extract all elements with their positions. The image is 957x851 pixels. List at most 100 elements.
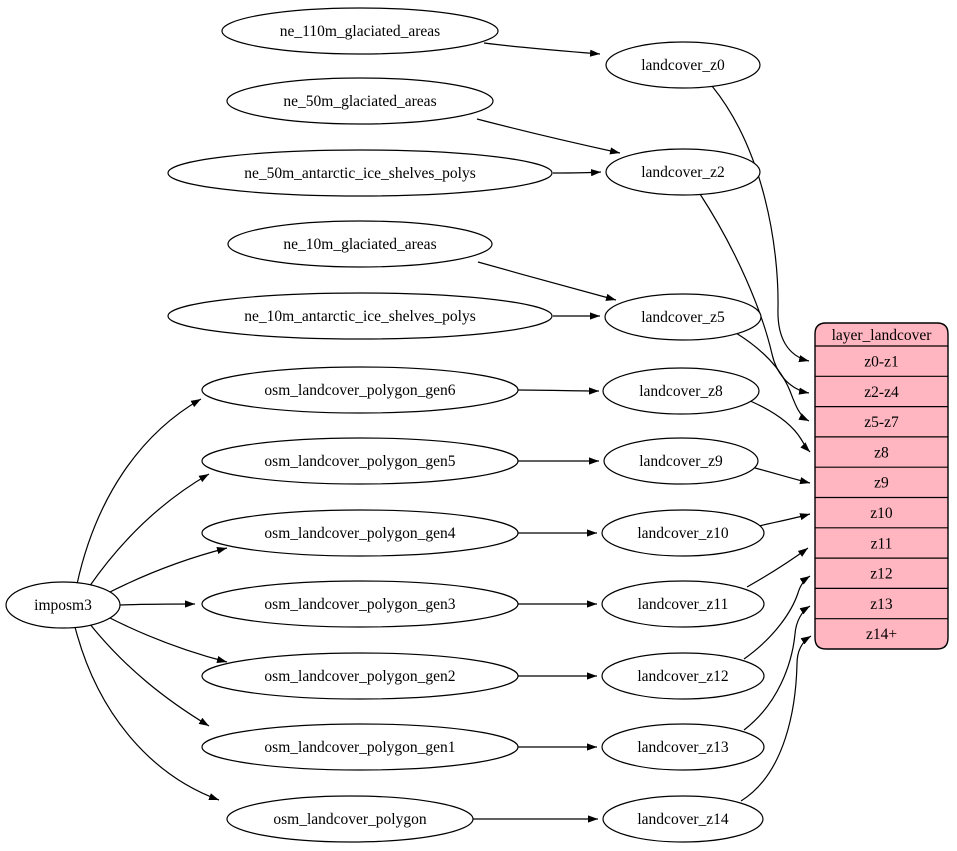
node-osm-landcover-polygon-gen1-label: osm_landcover_polygon_gen1 xyxy=(264,739,455,756)
node-landcover-z5: landcover_z5 xyxy=(604,293,762,341)
node-ne-110m-glaciated-areas-shape xyxy=(221,7,499,55)
node-osm-landcover-polygon-gen6-label: osm_landcover_polygon_gen6 xyxy=(264,382,455,399)
edge-z10-to-row-z10 xyxy=(758,513,811,527)
node-ne-10m-glaciated-areas-shape xyxy=(227,220,493,268)
node-ne-50m-antarctic-ice-shelves-polys: ne_50m_antarctic_ice_shelves_polys xyxy=(167,149,553,197)
node-landcover-z10-label: landcover_z10 xyxy=(637,525,728,542)
node-ne-50m-glaciated-areas-shape xyxy=(226,77,494,125)
edge-gen6-to-z8 xyxy=(517,387,600,395)
node-landcover-z13: landcover_z13 xyxy=(601,723,765,771)
edge-z5-to-row-z5-z7 xyxy=(735,332,810,422)
node-landcover-z12-shape xyxy=(601,652,765,700)
node-landcover-z11: landcover_z11 xyxy=(601,580,765,628)
node-ne-110m-glaciated-areas-label: ne_110m_glaciated_areas xyxy=(280,23,440,40)
node-landcover-z0-label: landcover_z0 xyxy=(641,57,725,74)
node-ne-50m-glaciated-areas: ne_50m_glaciated_areas xyxy=(226,77,494,125)
node-ne-10m-glaciated-areas: ne_10m_glaciated_areas xyxy=(227,220,493,268)
node-osm-landcover-polygon-gen2: osm_landcover_polygon_gen2 xyxy=(201,652,519,700)
edges-landcover-to-table xyxy=(699,85,812,802)
node-osm-landcover-polygon-label: osm_landcover_polygon xyxy=(273,811,427,828)
edge-imposm3-to-gen6 xyxy=(76,398,202,585)
node-osm-landcover-polygon-gen1: osm_landcover_polygon_gen1 xyxy=(201,723,519,771)
node-landcover-z9: landcover_z9 xyxy=(603,437,759,485)
table-row-z11: z11 xyxy=(871,535,893,552)
node-landcover-z0-shape xyxy=(605,41,761,89)
node-osm-landcover-polygon-gen3: osm_landcover_polygon_gen3 xyxy=(201,580,519,628)
edges-imposm3-fanout xyxy=(74,398,228,801)
table-row-z2-z4: z2-z4 xyxy=(864,384,899,401)
node-landcover-z14: landcover_z14 xyxy=(602,795,764,843)
node-imposm3-label: imposm3 xyxy=(34,597,92,614)
node-landcover-z9-label: landcover_z9 xyxy=(639,453,723,470)
node-ne-110m-glaciated-areas: ne_110m_glaciated_areas xyxy=(221,7,499,55)
node-landcover-z5-label: landcover_z5 xyxy=(641,309,725,326)
node-osm-landcover-polygon-gen2-label: osm_landcover_polygon_gen2 xyxy=(264,668,455,685)
node-landcover-z5-shape xyxy=(604,293,762,341)
edge-ne50m-to-z2 xyxy=(476,118,621,155)
node-osm-landcover-polygon-gen5: osm_landcover_polygon_gen5 xyxy=(201,437,519,485)
node-landcover-z13-shape xyxy=(601,723,765,771)
edge-ne10m-to-z5 xyxy=(477,261,617,301)
node-landcover-z11-label: landcover_z11 xyxy=(638,596,729,613)
node-osm-landcover-polygon-shape xyxy=(226,795,474,843)
node-ne-50m-glaciated-areas-label: ne_50m_glaciated_areas xyxy=(283,93,436,110)
node-landcover-z2-label: landcover_z2 xyxy=(641,164,725,181)
node-ne-50m-antarctic-ice-shelves-polys-shape xyxy=(167,149,553,197)
edge-z8-to-row-z8 xyxy=(747,399,811,453)
node-landcover-z14-label: landcover_z14 xyxy=(637,811,728,828)
node-landcover-z13-label: landcover_z13 xyxy=(637,739,728,756)
node-landcover-z9-shape xyxy=(603,437,759,485)
node-osm-landcover-polygon-gen4: osm_landcover_polygon_gen4 xyxy=(201,509,519,557)
node-ne-10m-antarctic-ice-shelves-polys: ne_10m_antarctic_ice_shelves_polys xyxy=(167,292,553,340)
edge-imposm3-to-gen5 xyxy=(88,473,210,588)
table-row-z9: z9 xyxy=(874,475,889,492)
table-row-z5-z7: z5-z7 xyxy=(864,414,899,431)
edge-ne50m-ant-to-z2 xyxy=(552,169,602,177)
table-row-z12: z12 xyxy=(870,566,892,583)
edge-imposm3-to-gen3 xyxy=(119,600,196,608)
edges-sources-to-landcover xyxy=(472,42,621,823)
node-imposm3: imposm3 xyxy=(5,581,121,629)
node-osm-landcover-polygon-gen4-shape xyxy=(201,509,519,557)
node-osm-landcover-polygon-gen2-shape xyxy=(201,652,519,700)
edge-imposm3-to-polygon xyxy=(74,626,220,801)
node-ne-10m-glaciated-areas-label: ne_10m_glaciated_areas xyxy=(283,236,436,253)
node-landcover-z11-shape xyxy=(601,580,765,628)
table-row-z0-z1: z0-z1 xyxy=(864,354,898,371)
edge-z0-to-row-z0-z1 xyxy=(711,85,810,363)
node-osm-landcover-polygon-gen6-shape xyxy=(201,366,519,414)
edge-imposm3-to-gen4 xyxy=(105,546,228,595)
edge-z12-to-row-z12 xyxy=(743,575,811,660)
node-osm-landcover-polygon-gen6: osm_landcover_polygon_gen6 xyxy=(201,366,519,414)
node-landcover-z0: landcover_z0 xyxy=(605,41,761,89)
edge-z13-to-row-z13 xyxy=(743,605,811,731)
layer-landcover-table: layer_landcover z0-z1 z2-z4 z5-z7 z8 z9 … xyxy=(814,322,949,650)
node-landcover-z14-shape xyxy=(602,795,764,843)
edge-z9-to-row-z9 xyxy=(754,467,811,485)
node-osm-landcover-polygon-gen5-shape xyxy=(201,437,519,485)
node-landcover-z2: landcover_z2 xyxy=(605,148,761,196)
node-osm-landcover-polygon-gen1-shape xyxy=(201,723,519,771)
edge-imposm3-to-gen1 xyxy=(88,622,210,727)
layer-landcover-table-title: layer_landcover xyxy=(832,327,933,344)
layer-landcover-table-background xyxy=(814,322,949,650)
node-osm-landcover-polygon-gen3-shape xyxy=(201,580,519,628)
node-osm-landcover-polygon-gen4-label: osm_landcover_polygon_gen4 xyxy=(264,525,455,542)
edge-z2-to-row-z2-z4 xyxy=(699,193,810,395)
node-osm-landcover-polygon: osm_landcover_polygon xyxy=(226,795,474,843)
node-landcover-z10: landcover_z10 xyxy=(601,509,765,557)
edge-z14-to-row-z14plus xyxy=(740,635,812,802)
node-landcover-z10-shape xyxy=(601,509,765,557)
node-landcover-z12: landcover_z12 xyxy=(601,652,765,700)
table-row-z13: z13 xyxy=(870,596,893,613)
table-row-z10: z10 xyxy=(870,505,893,522)
node-ne-10m-antarctic-ice-shelves-polys-label: ne_10m_antarctic_ice_shelves_polys xyxy=(244,308,476,325)
edge-z11-to-row-z11 xyxy=(746,547,809,588)
node-landcover-z8-shape xyxy=(602,367,760,415)
table-row-z8: z8 xyxy=(874,444,889,461)
node-imposm3-shape xyxy=(5,581,121,629)
edge-ne110m-to-z0 xyxy=(483,42,601,57)
table-row-z14plus: z14+ xyxy=(866,626,897,643)
